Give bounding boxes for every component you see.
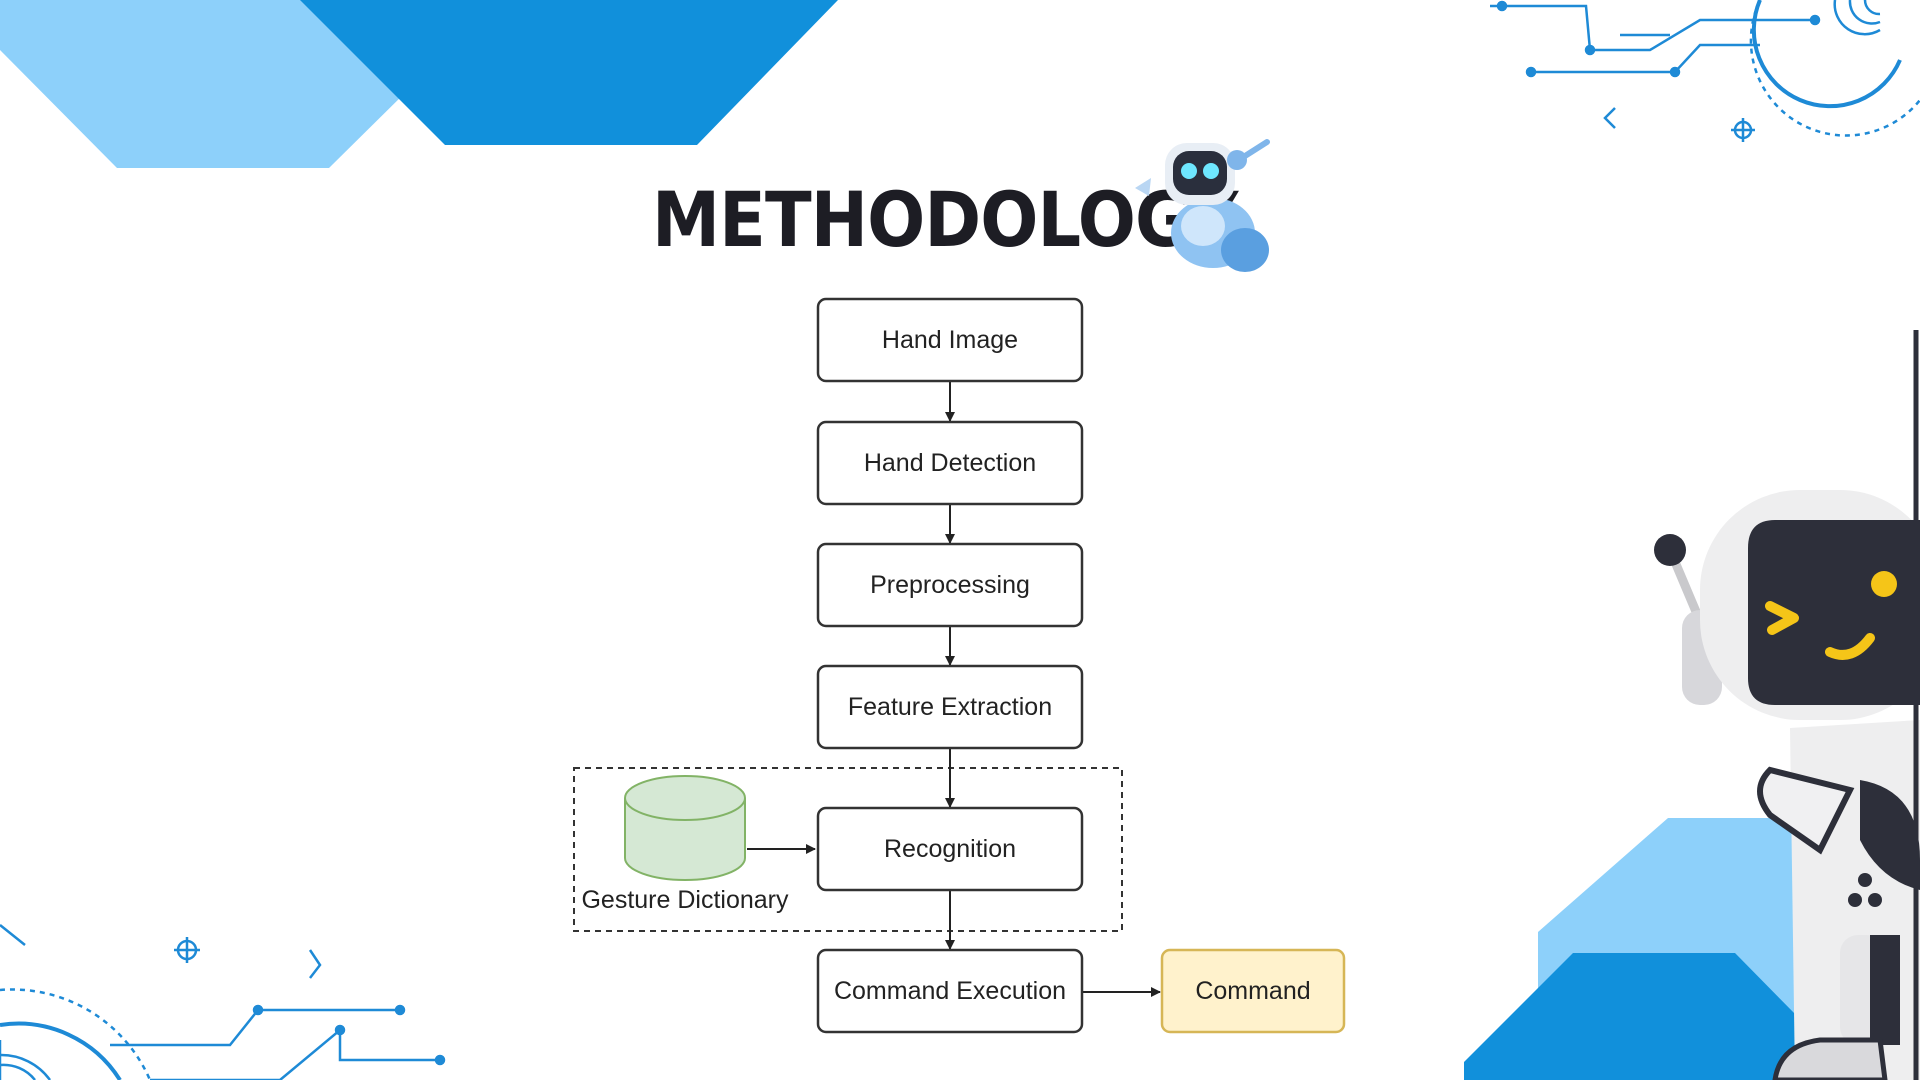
node-command-execution: Command Execution (816, 948, 1084, 1034)
node-recognition-label: Recognition (884, 835, 1016, 863)
node-recognition: Recognition (816, 806, 1084, 892)
circuit-top-right (1490, 0, 1920, 142)
node-preprocessing-label: Preprocessing (870, 571, 1030, 599)
node-hand-image: Hand Image (816, 297, 1084, 383)
node-feature-extraction-label: Feature Extraction (848, 693, 1052, 721)
recognition-group-boundary (573, 767, 1123, 932)
node-command: Command (1160, 948, 1346, 1034)
node-preprocessing: Preprocessing (816, 542, 1084, 628)
node-feature-extraction: Feature Extraction (816, 664, 1084, 750)
node-hand-detection: Hand Detection (816, 420, 1084, 506)
gesture-dictionary-label: Gesture Dictionary (581, 886, 789, 914)
node-command-label: Command (1195, 977, 1310, 1005)
node-command-execution-label: Command Execution (834, 977, 1066, 1005)
node-hand-detection-label: Hand Detection (864, 449, 1036, 477)
gesture-dictionary-database: Gesture Dictionary (581, 775, 789, 914)
top-left-dark-shape (300, 0, 838, 145)
flow-arrows (747, 382, 1161, 997)
bottom-right-dark-shape (1464, 953, 1860, 1080)
circuit-bottom-left (0, 924, 446, 1080)
node-hand-image-label: Hand Image (882, 326, 1018, 354)
